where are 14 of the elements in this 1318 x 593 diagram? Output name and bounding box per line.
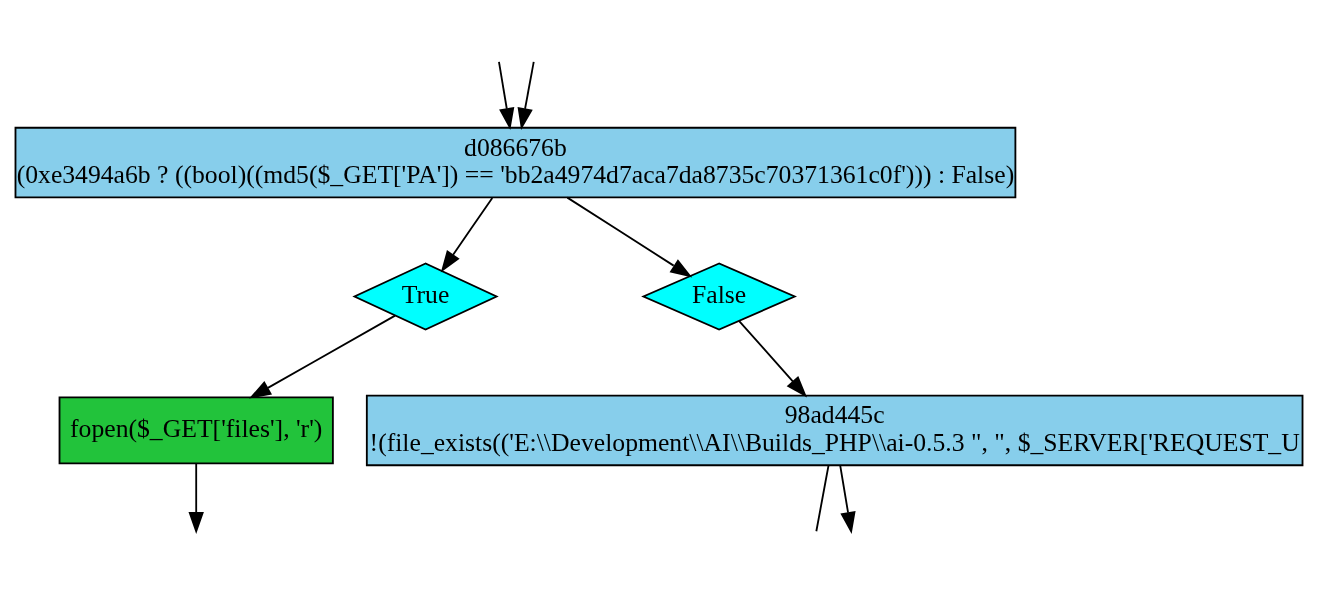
node-diamond: True — [352, 262, 499, 331]
arrow — [738, 320, 808, 398]
node-box: fopen($_GET['files'], 'r') — [58, 396, 334, 465]
arrow — [188, 462, 204, 534]
node-diamond: False — [641, 262, 797, 331]
arrow — [566, 196, 693, 278]
arrow — [517, 61, 535, 130]
arrow — [249, 314, 396, 399]
node-box: 98ad445c !(file_exists(('E:\\Development\\AI\\Builds_PHP\\ai-0.5.3 ", ", $_SERVER['REQUEST_U — [365, 394, 1304, 467]
connector — [815, 464, 830, 533]
arrow — [498, 61, 515, 131]
arrow — [440, 197, 494, 273]
arrow — [839, 464, 856, 534]
node-box: d086676b (0xe3494a6b ? ((bool)((md5($_GET['PA']) == 'bb2a4974d7aca7da8735c70371361c0f'))) : False) — [14, 126, 1017, 199]
